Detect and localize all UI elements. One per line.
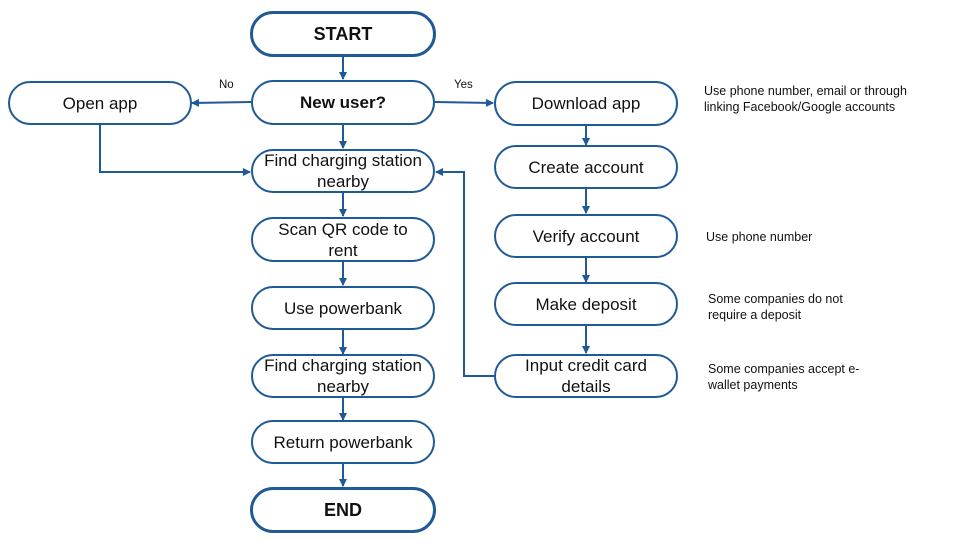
download-note: Use phone number, email or through linki… [704,84,907,114]
download-app-node: Download app [494,81,678,126]
return-powerbank-node: Return powerbank [251,420,435,464]
create-account-node: Create account [494,145,678,189]
no-edge-label: No [219,79,234,91]
scan-qr-node: Scan QR code to rent [251,217,435,262]
edge-credit-to-find-station [435,168,494,377]
open-app-node: Open app [8,81,192,125]
new-user-decision: New user? [251,80,435,125]
find-station-2-node: Find charging station nearby [251,354,435,398]
credit-note: Some companies accept e-wallet payments [708,362,860,392]
deposit-note: Some companies do not require a deposit [708,292,843,322]
input-credit-card-node: Input credit card details [494,354,678,398]
start-node: START [250,11,436,57]
find-station-node: Find charging station nearby [251,149,435,193]
edge-new-user-yes-to-download-app [434,98,494,107]
edge-new-user-no-to-open-app [191,98,252,107]
make-deposit-node: Make deposit [494,282,678,326]
end-node: END [250,487,436,533]
verify-account-node: Verify account [494,214,678,258]
verify-note: Use phone number [706,230,813,244]
use-powerbank-node: Use powerbank [251,286,435,330]
yes-edge-label: Yes [454,79,473,91]
edge-open-app-to-find-station [99,125,251,176]
